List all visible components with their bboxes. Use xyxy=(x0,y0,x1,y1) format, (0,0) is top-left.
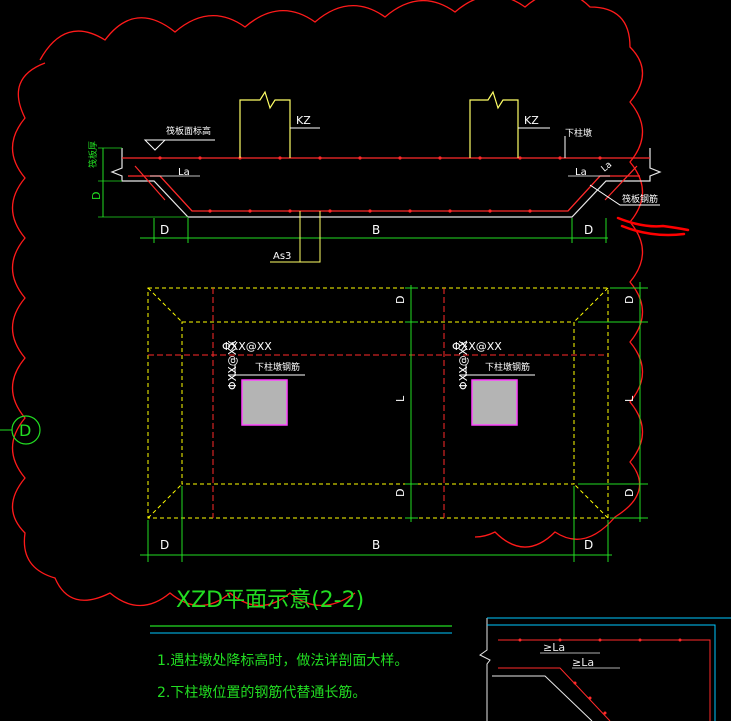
column-right xyxy=(469,90,519,158)
right-pier-rebar-label: 下柱墩钢筋 xyxy=(485,361,530,373)
plan-inner-outline xyxy=(181,321,575,485)
axis-bubble: D xyxy=(0,415,41,445)
section-dim-depth: D xyxy=(90,192,103,200)
plan-dim-bottom-left: D xyxy=(160,538,169,552)
plan-dim-bottom-right: D xyxy=(584,538,593,552)
plan-column-left xyxy=(241,379,288,426)
plan-dim-right-bottom: D xyxy=(623,489,636,497)
right-rebar-v-label: ΦXX@XX xyxy=(457,340,470,390)
anchor-bar-left xyxy=(134,165,166,201)
plan-dim-right-top: D xyxy=(623,296,636,304)
drawing-title: XZD平面示意(2-2) xyxy=(176,588,364,613)
plan-dim-right xyxy=(578,282,648,522)
plan-dim-right-mid: L xyxy=(623,395,636,402)
axis-bubble-label: D xyxy=(19,421,31,440)
pier-label: 下柱墩 xyxy=(565,127,592,139)
right-rebar-h-label: ΦXX@XX xyxy=(452,340,502,353)
plan-dim-center-mid: L xyxy=(394,395,407,402)
raft-outline xyxy=(110,148,662,218)
plan-dim-bottom-mid: B xyxy=(372,538,380,552)
plan-dim-center-bottom: D xyxy=(394,489,407,497)
bottom-rebar xyxy=(128,175,640,212)
detail-fragment: ≥La ≥La xyxy=(479,617,731,721)
note-1: 1.遇柱墩处降标高时，做法详剖面大样。 xyxy=(157,652,408,669)
raft-top-elevation-label: 筏板面标高 xyxy=(166,125,211,137)
anchor-bar-right xyxy=(604,165,638,201)
plan-centerlines xyxy=(148,288,608,518)
section-dim-left: D xyxy=(160,223,169,237)
revision-cloud xyxy=(12,0,643,606)
detail-la-2: ≥La xyxy=(572,656,594,669)
plan-column-right xyxy=(471,379,518,426)
detail-la-1: ≥La xyxy=(543,641,565,654)
left-rebar-h-label: ΦXX@XX xyxy=(222,340,272,353)
column-label-left: KZ xyxy=(296,114,311,127)
anchor-la-left: La xyxy=(178,167,190,178)
column-left xyxy=(239,90,291,158)
section-view: KZ KZ 下柱墩 筏板面标高 La La La 筏板钢筋 筏板厚 D xyxy=(87,90,690,263)
raft-rebar-label: 筏板钢筋 xyxy=(622,193,658,205)
section-dim-mid: B xyxy=(372,223,380,237)
anchor-la-right: La xyxy=(575,167,587,178)
column-label-right: KZ xyxy=(524,114,539,127)
plan-dim-center xyxy=(405,285,418,522)
plan-outer-outline xyxy=(147,287,609,519)
left-rebar-v-label: ΦXX@XX xyxy=(226,340,239,390)
anchor-la-slanted: La xyxy=(600,160,614,174)
raft-thickness-label: 筏板厚 xyxy=(87,141,99,168)
rebar-dots xyxy=(158,156,602,213)
plan-dim-bottom xyxy=(140,486,612,562)
section-dim-chain xyxy=(140,218,608,243)
plan-dim-center-top: D xyxy=(394,296,407,304)
left-pier-rebar-label: 下柱墩钢筋 xyxy=(255,361,300,373)
plan-view: ΦXX@XX ΦXX@XX ΦXX@XX ΦXX@XX 下柱墩钢筋 下柱墩钢筋 … xyxy=(140,282,648,562)
note-2: 2.下柱墩位置的钢筋代替通长筋。 xyxy=(157,684,366,701)
section-dim-right: D xyxy=(584,223,593,237)
highlight-squiggle xyxy=(616,216,690,237)
as3-label: As3 xyxy=(273,251,291,262)
